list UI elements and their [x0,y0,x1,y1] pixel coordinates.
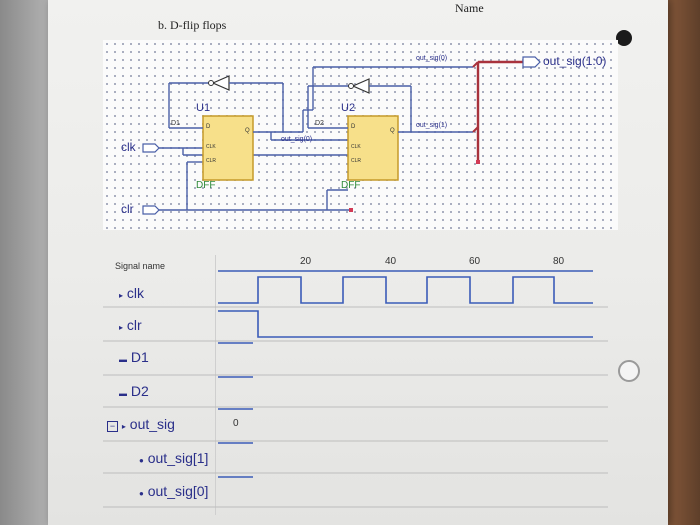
clr-port-label: clr [121,202,134,216]
net-label-out-sig0-top: out_sig(0) [416,55,448,62]
net-label-d2: D2 [315,120,324,127]
clk-port-label: clk [121,140,136,154]
net-label-d1: D1 [171,120,180,127]
signal-row-clr[interactable]: ▸ clr [119,317,142,333]
waveform-panel: Signal name 20 40 60 80 0 [103,255,608,515]
clr-port-icon [142,205,160,215]
u2-pin-q: Q [390,128,395,134]
clk-trace [218,276,593,304]
time-tick-20: 20 [300,256,312,267]
signal-row-clk[interactable]: ▸ clk [119,285,145,301]
time-tick-60: 60 [469,256,481,267]
u2-pin-clk: CLK [351,144,361,150]
u2-pin-d: D [351,124,356,130]
u2-type: DFF [341,180,361,191]
time-tick-40: 40 [385,256,397,267]
signal-name-header: Signal name [115,261,166,271]
binder-hole-icon [616,30,632,46]
u1-pin-d: D [206,124,211,130]
clr-trace [218,310,593,338]
u1-dff-body [202,115,254,181]
u2-inverter-icon [351,78,370,94]
bullet-icon: ● [139,489,144,498]
input-arrow-icon: ▸ [119,291,124,300]
out-port-label: out_sig(1:0) [543,54,607,68]
net-label-out-sig0-mid: out_sig(0) [281,136,313,143]
net-label-out-sig1: out_sig(1) [416,122,448,129]
u1-pin-clr: CLR [206,158,217,164]
u2-pin-clr: CLR [351,158,362,164]
u2-dff-body [347,115,399,181]
question-label: b. D-flip flops [158,18,227,32]
worksheet-paper: Name b. D-flip flops [48,0,668,525]
signal-row-d1[interactable]: ▬ D1 [119,349,149,365]
signal-row-out-sig[interactable]: − ▸ out_sig [107,416,175,432]
waveform-traces [103,270,608,508]
name-label: Name [455,1,484,15]
u2-ref: U2 [341,102,356,114]
u1-inverter-icon [211,75,230,91]
bullet-icon: ● [139,456,144,465]
signal-row-out-sig1[interactable]: ● out_sig[1] [139,450,209,466]
clk-port-icon [142,143,160,153]
u1-ref: U1 [196,102,211,114]
signal-row-d2[interactable]: ▬ D2 [119,383,149,399]
bullet-icon: ▸ [121,422,126,431]
u1-pin-clk: CLK [206,144,216,150]
out-sig-value: 0 [233,418,239,429]
time-tick-80: 80 [553,256,565,267]
wire-icon: ▬ [119,389,127,398]
signal-row-out-sig0[interactable]: ● out_sig[0] [139,483,209,499]
binder-ring-icon [618,360,640,382]
input-arrow-icon: ▸ [119,323,124,332]
schematic-wires [142,56,541,215]
wire-icon: ▬ [119,355,127,364]
u1-type: DFF [196,180,216,191]
expand-bus-icon[interactable]: − [107,421,118,432]
out-port-icon [522,56,541,68]
schematic-canvas: clk clr out_sig(1:0) U1 U2 DFF DFF D Q C… [103,40,618,230]
u1-pin-q: Q [245,128,250,134]
